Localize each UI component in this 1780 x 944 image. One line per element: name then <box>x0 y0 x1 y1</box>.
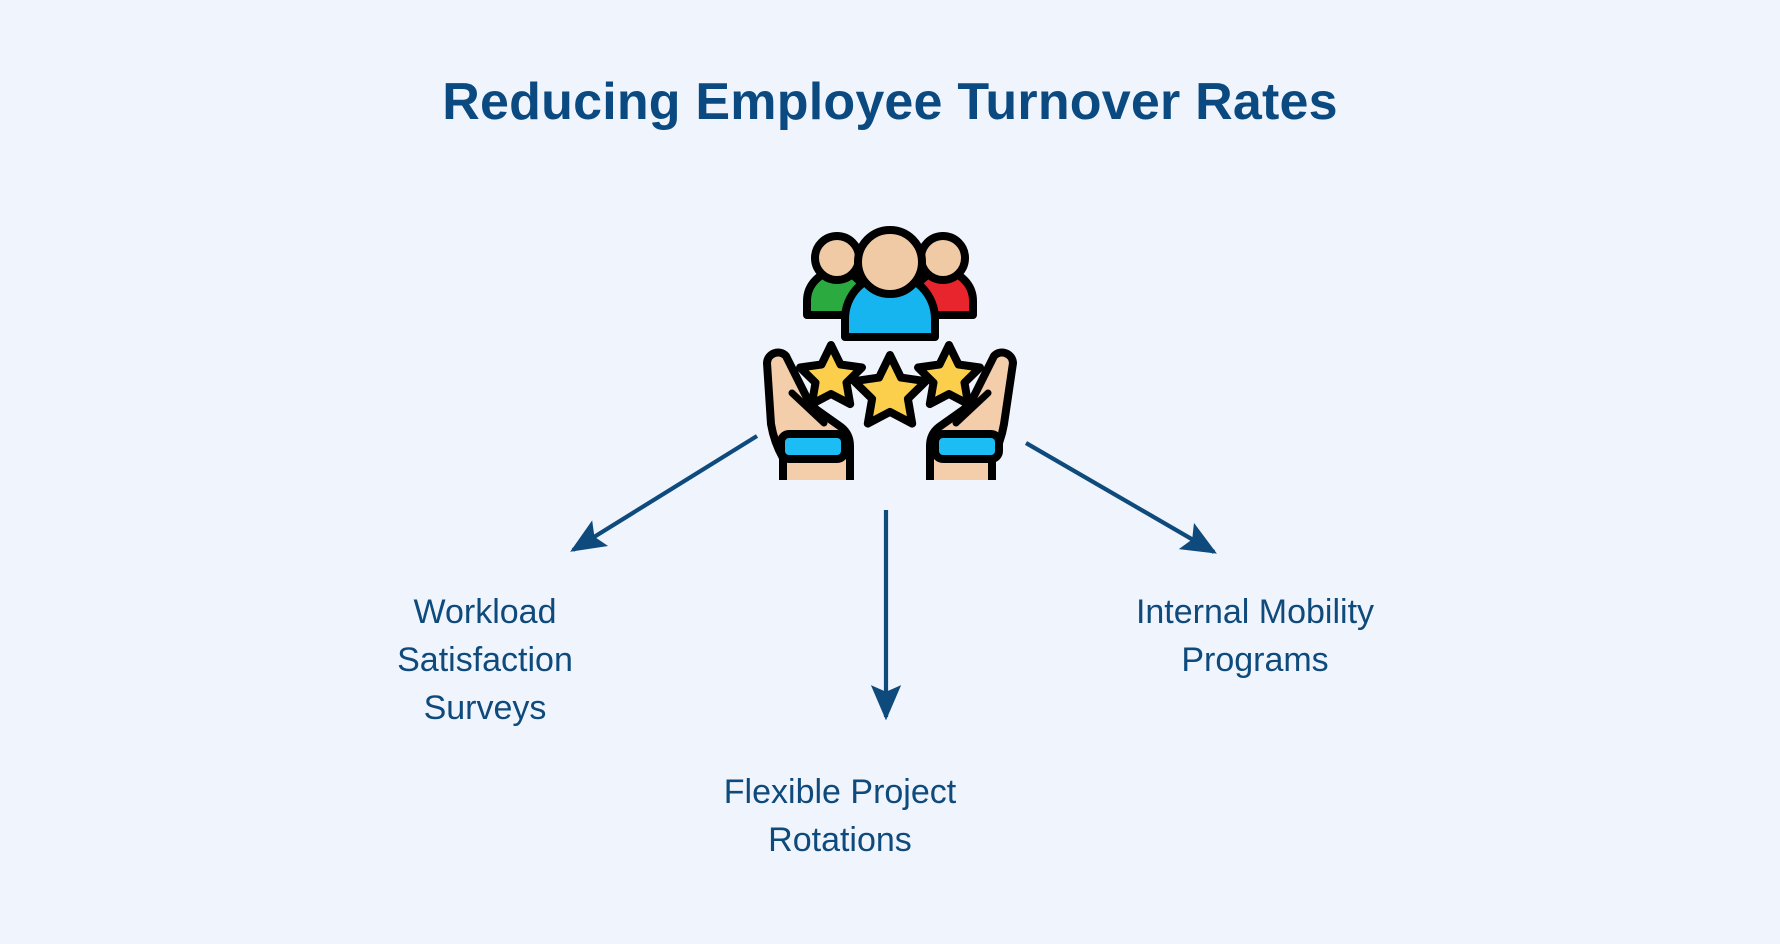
stars-rating-icon <box>796 341 984 428</box>
person-center-icon <box>841 226 939 341</box>
hand-left-cuff <box>777 430 849 463</box>
page-title: Reducing Employee Turnover Rates <box>442 73 1338 131</box>
branch-label-line: Surveys <box>423 689 547 727</box>
star-center-icon <box>850 351 930 428</box>
branch-label-line: Rotations <box>768 821 912 859</box>
arrow-to-internal-mobility-programs <box>1024 441 1217 554</box>
branch-label-line: Satisfaction <box>397 641 573 679</box>
hand-left-icon <box>763 348 854 480</box>
branch-label-flexible-project-rotations: Flexible Project Rotations <box>670 768 1010 864</box>
branch-label-line: Workload <box>413 593 557 631</box>
arrow-to-workload-satisfaction-surveys <box>570 434 759 552</box>
people-group-icon <box>803 226 977 341</box>
hands-holding-people-with-stars-icon <box>763 226 1017 480</box>
branch-label-line: Internal Mobility <box>1135 593 1375 631</box>
star-right-icon <box>914 341 984 409</box>
branch-label-line: Flexible Project <box>723 773 957 811</box>
hand-right-icon <box>926 348 1017 480</box>
branch-label-line: Programs <box>1181 641 1329 679</box>
branch-label-workload-satisfaction-surveys: Workload Satisfaction Surveys <box>330 588 640 732</box>
hand-right-cuff <box>931 430 1003 463</box>
hands-group-icon <box>763 348 1017 480</box>
star-left-icon <box>796 341 866 409</box>
branch-label-internal-mobility-programs: Internal Mobility Programs <box>1070 588 1440 684</box>
